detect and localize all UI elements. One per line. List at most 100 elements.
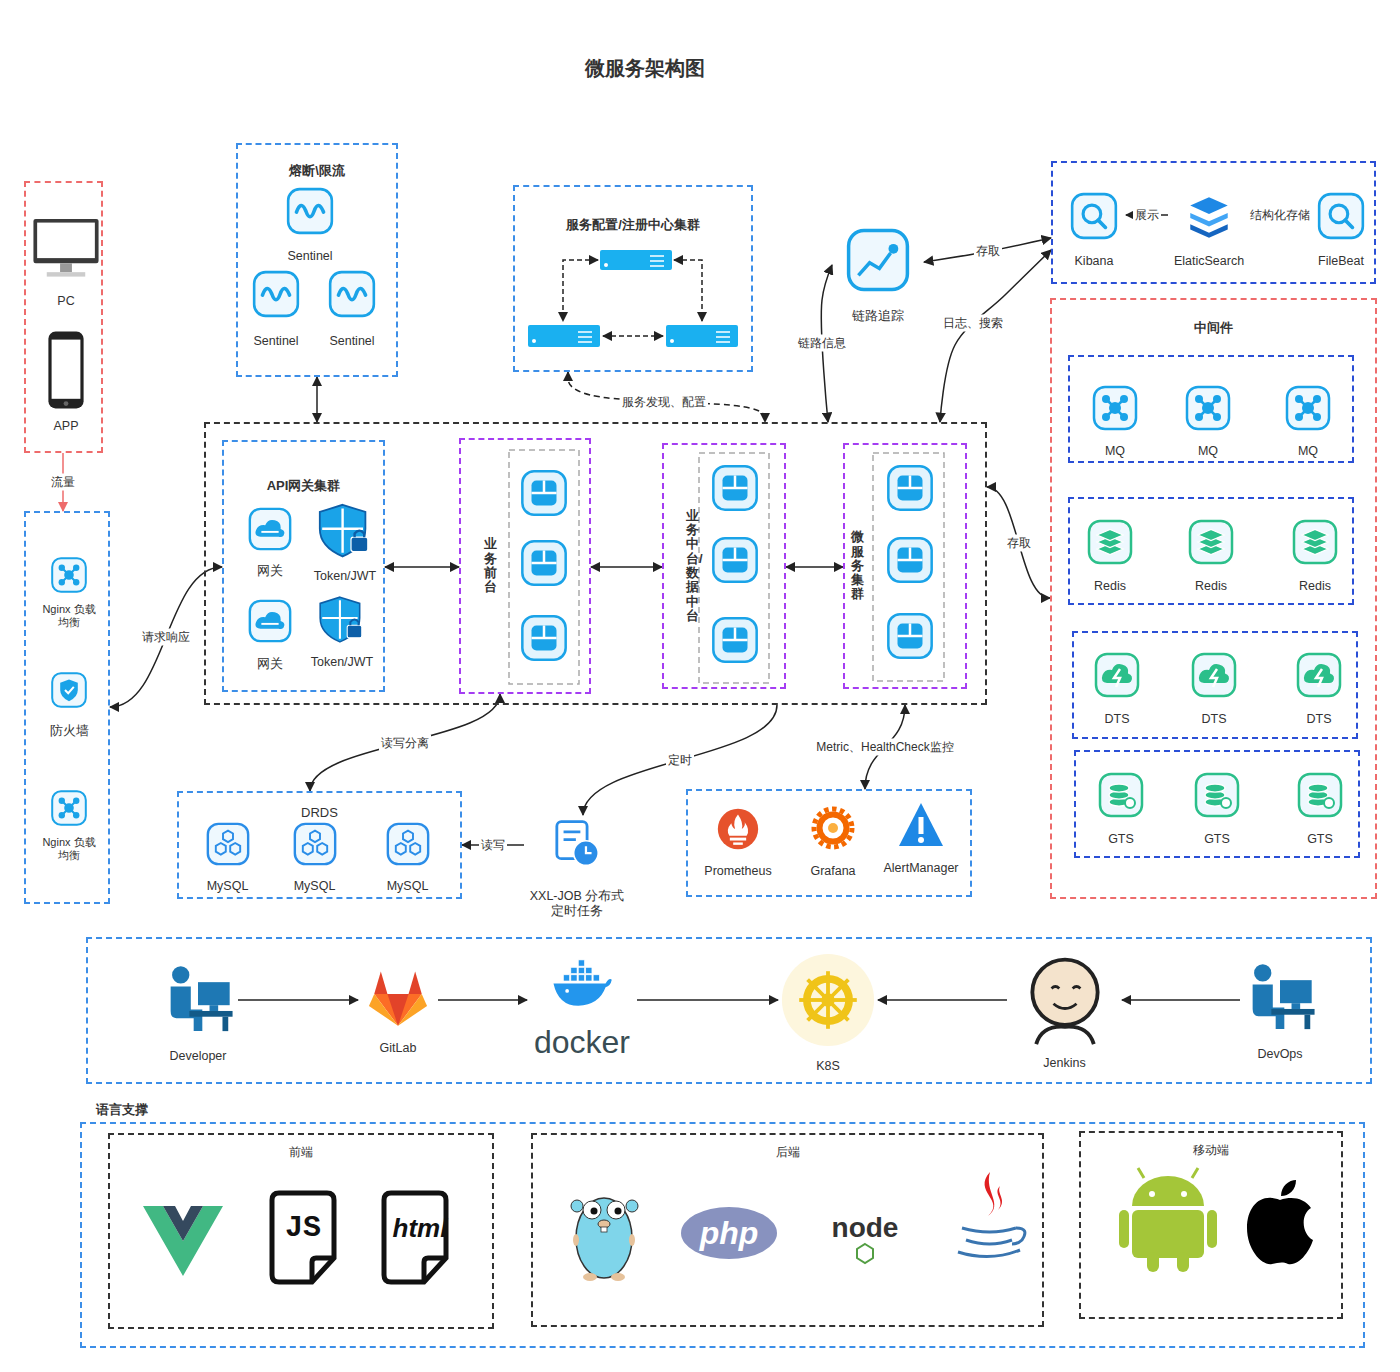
sentinel-icon-part (296, 206, 323, 217)
k8s-icon-part (821, 993, 834, 1006)
elasticsearch-icon-part (1190, 224, 1227, 238)
nginx-lb-icon-part (59, 798, 65, 804)
mysql-icon-part (223, 831, 233, 843)
icon-label: MySQL (207, 879, 249, 895)
alertmanager-icon-part (919, 817, 924, 834)
gts-icon-part (1125, 798, 1135, 808)
edge-label: 链路信息 (796, 334, 848, 351)
nginx-lb-icon-part (73, 579, 79, 585)
connector (1122, 999, 1240, 1001)
dts: DTS (1087, 650, 1147, 728)
firewall: 防火墙 (28, 670, 110, 740)
icon-label: MySQL (387, 879, 429, 895)
nginx-lb-icon-part (59, 812, 65, 818)
tracing-icon-part (849, 231, 908, 290)
icon-label: Grafana (810, 864, 855, 880)
pc-client-icon-part (60, 263, 72, 272)
icon-label: 链路追踪 (852, 309, 904, 325)
pc-client-icon-part (47, 272, 85, 276)
dts-group: DTSDTSDTS (1072, 631, 1358, 739)
mysql-icon-part (387, 824, 427, 864)
vue-logo-part (163, 1206, 203, 1241)
edge-label: 定时 (666, 752, 694, 769)
tracing-icon-part (889, 244, 899, 254)
grafana-icon (808, 803, 858, 853)
api-gateway-cluster: API网关集群网关Token/JWT网关Token/JWT (222, 440, 385, 692)
pc-client-icon-part (33, 219, 98, 263)
config-servers-part (563, 260, 598, 321)
alertmanager-icon-part (899, 803, 943, 846)
mysql-icon-part (395, 843, 405, 855)
mq-icon-part (1195, 413, 1203, 421)
edge-label: 结构化存储 (1248, 207, 1312, 224)
mq-icon-part (1213, 413, 1221, 421)
dts-icon-part (1316, 669, 1322, 687)
firewall-icon-part (60, 680, 78, 702)
token-jwt: Token/JWT (303, 500, 387, 585)
sentinel-icon-part (254, 272, 298, 316)
icon-label: XXL-JOB 分布式定时任务 (524, 889, 630, 920)
config-servers-part (600, 250, 672, 270)
java-logo (958, 1172, 1025, 1257)
mq-icon (1283, 383, 1333, 433)
icon-label: DevOps (1257, 1047, 1302, 1063)
pc-client-icon-part (37, 223, 95, 259)
nginx-lb-icon-part (73, 798, 79, 804)
jenkins-icon (1017, 950, 1113, 1046)
gts-icon-part (1100, 774, 1142, 816)
dts-icon-part (1298, 654, 1340, 696)
prometheus-icon-part (733, 842, 743, 844)
mq: MQ (1278, 383, 1338, 460)
go-gopher-part (583, 1273, 597, 1281)
go-gopher-part (607, 1201, 625, 1219)
java-logo-part (985, 1172, 995, 1216)
edge-label: Metric、HealthCheck监控 (814, 739, 955, 756)
dts-icon-part (1114, 669, 1120, 687)
icon-label: MQ (1198, 444, 1218, 460)
nginx-lb-icon-part (59, 579, 65, 585)
gts-icon-part (1109, 784, 1129, 792)
nginx-lb-icon-part (64, 570, 74, 580)
elasticsearch-icon-part (1190, 213, 1227, 227)
service-stacks-part (522, 471, 565, 514)
nginx-lb-icon-part (73, 565, 79, 571)
icon-label: PC (57, 294, 74, 310)
prometheus-icon (714, 805, 762, 853)
grafana-icon-part (820, 815, 847, 842)
icon-label: 网关 (257, 564, 283, 580)
vue-logo-part (143, 1206, 223, 1276)
sentinel: Sentinel (270, 185, 350, 265)
elasticsearch: ElaticSearch (1168, 190, 1250, 270)
connector (924, 238, 1051, 262)
prometheus-icon-part (728, 815, 748, 836)
go-gopher-part (591, 1208, 598, 1215)
middleware-group: 中间件MQMQMQRedisRedisRedisDTSDTSDTSGTSGTSG… (1050, 298, 1377, 899)
mq-group: MQMQMQ (1068, 355, 1354, 463)
gts-icon-part (1324, 798, 1334, 808)
gitlab-icon-part (374, 972, 387, 994)
mysql-icon-part (302, 843, 312, 855)
jenkins-icon-part (1032, 960, 1097, 1025)
edge-label: 展示 (1133, 207, 1161, 224)
sentinel-icon-part (262, 289, 289, 300)
k8s-icon (780, 952, 876, 1048)
developer-icon-part (172, 966, 189, 983)
service-stacks-part (888, 466, 931, 509)
tracing: 链路追踪 (832, 225, 924, 325)
php-logo-part (681, 1207, 777, 1259)
elasticsearch-icon-part (1190, 197, 1227, 214)
docker-icon (551, 950, 613, 1012)
tracing-icon-part (858, 253, 890, 275)
config-servers-part (603, 335, 663, 337)
firewall-icon-part (52, 673, 86, 707)
nginx-lb-icon-part (52, 558, 86, 592)
js-file-logo (272, 1193, 334, 1282)
token-jwt-icon-part (350, 620, 358, 626)
gts-icon (1192, 770, 1242, 820)
config-servers-part (528, 325, 600, 347)
redis-icon-part (1190, 521, 1232, 563)
mq-icon-part (1120, 413, 1128, 421)
android-logo-part (1177, 1252, 1189, 1272)
devops-icon-part (1254, 964, 1271, 981)
